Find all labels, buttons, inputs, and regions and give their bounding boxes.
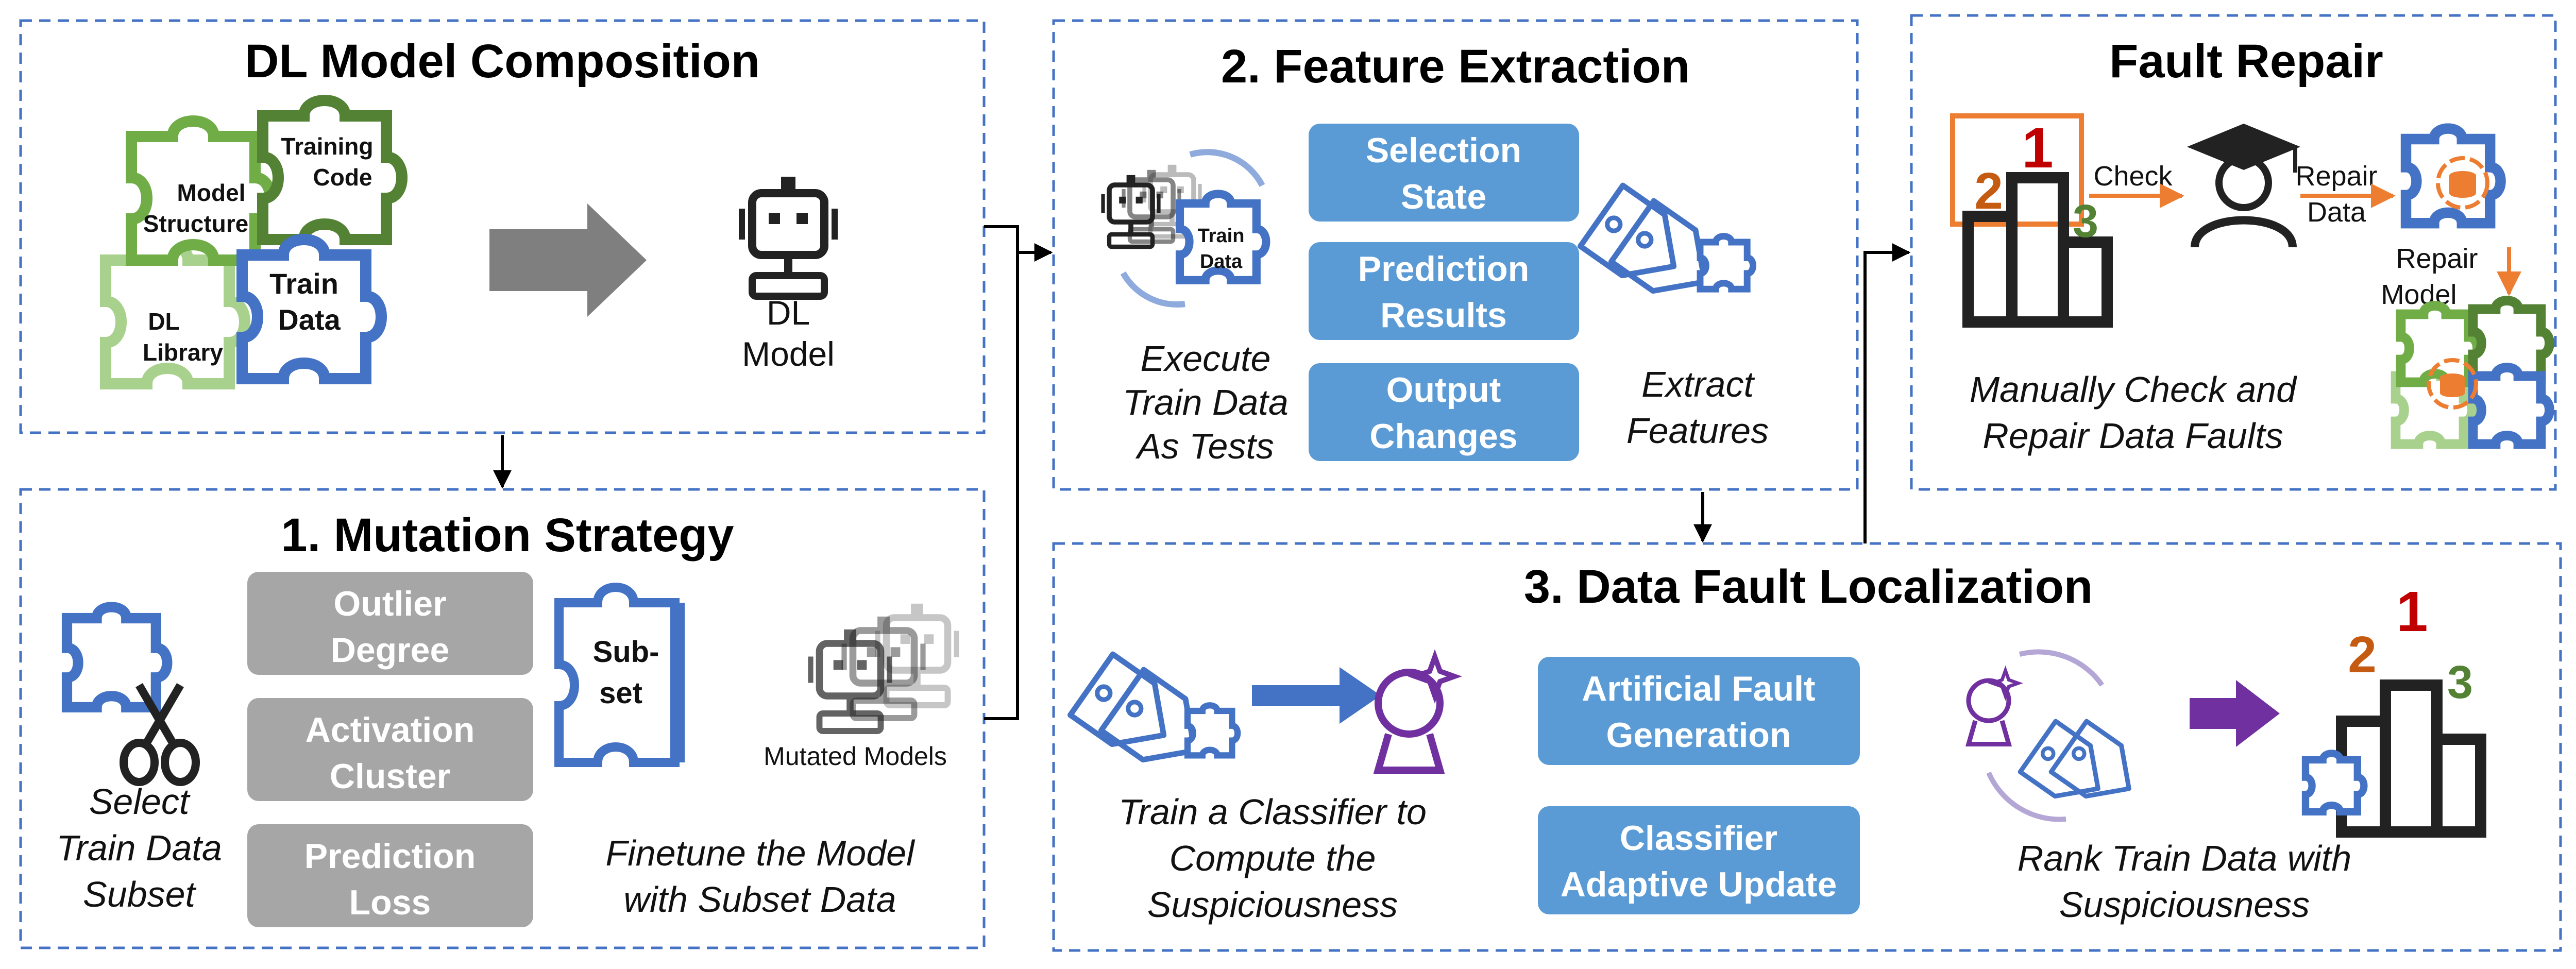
dl-model-robot-icon: [739, 177, 838, 296]
option-outlier-1: Outlier: [333, 584, 446, 623]
select-caption-2: Train Data: [56, 828, 222, 868]
feature-selection-2: State: [1401, 177, 1486, 216]
method-artificial-fault: Artificial Fault Generation: [1538, 657, 1860, 765]
label-dl-library-2: Library: [143, 339, 223, 366]
repair-model-label-1: Repair: [2396, 243, 2478, 274]
extract-features-tag-icon: [1580, 185, 1753, 312]
localization-to-repair-connector: [1863, 243, 1911, 543]
repair-data-label-1: Repair: [2295, 161, 2377, 192]
classifier-caption-1: Train a Classifier to: [1118, 792, 1427, 832]
mutation-option-prediction-loss: Prediction Loss: [247, 824, 533, 927]
teacher-icon: [2187, 124, 2300, 248]
localization-panel: [1052, 542, 2562, 952]
composition-to-feature-connector: [984, 225, 1053, 262]
classifier-caption-2: Compute the: [1170, 838, 1376, 878]
feature-selection-state: Selection State: [1309, 124, 1579, 222]
execute-tests-icon: [1101, 149, 1266, 308]
execute-caption-1: Execute: [1141, 338, 1271, 379]
rank-cycle-icon: [1969, 649, 2147, 822]
repair-title: Fault Repair: [2109, 35, 2383, 88]
method-fault-2: Generation: [1606, 716, 1791, 755]
label-train-data-2: Data: [278, 303, 341, 336]
extract-caption-1: Extract: [1641, 364, 1755, 404]
database-repair-icon: [2436, 156, 2489, 210]
classifier-tag-icon: [1070, 654, 1238, 781]
repair-panel: [1910, 14, 2557, 491]
subset-label-1: Sub-: [593, 635, 659, 669]
feature-output-1: Output: [1386, 370, 1501, 410]
mutated-models-icon: [808, 604, 959, 731]
label-dl-library-1: DL: [148, 308, 179, 335]
label-training-code-1: Training: [281, 133, 374, 160]
repair-caption-1: Manually Check and: [1970, 369, 2297, 410]
repair-ranking-chart-icon: [1962, 172, 2113, 328]
dl-model-label-2: Model: [742, 335, 835, 373]
loc-rank-1: 1: [2396, 580, 2428, 643]
feature-prediction-2: Results: [1380, 296, 1507, 335]
extract-caption-2: Features: [1626, 411, 1769, 451]
option-outlier-2: Degree: [331, 631, 450, 670]
option-loss-1: Prediction: [304, 837, 476, 876]
finetune-caption-2: with Subset Data: [623, 879, 896, 920]
label-model-structure-2: Structure: [143, 210, 248, 237]
wizard-classifier-icon: [1378, 657, 1454, 770]
feature-selection-1: Selection: [1366, 131, 1521, 170]
label-train-data-1: Train: [269, 267, 338, 300]
method-adaptive-2: Adaptive Update: [1561, 865, 1837, 904]
finetune-caption-1: Finetune the Model: [605, 833, 916, 873]
loc-rank-2: 2: [2348, 626, 2377, 684]
feature-title: 2. Feature Extraction: [1221, 40, 1690, 93]
mutated-models-label: Mutated Models: [764, 742, 947, 771]
mutation-to-feature-connector: [984, 252, 1019, 720]
rank-puzzle-icon: [2306, 753, 2364, 811]
execute-caption-3: As Tests: [1135, 426, 1274, 466]
repaired-model-puzzle-icon: [2396, 301, 2550, 445]
puzzle-scissors-icon: [67, 607, 167, 707]
method-adaptive-update: Classifier Adaptive Update: [1538, 806, 1860, 914]
dl-model-label-1: DL: [767, 294, 810, 332]
feature-train-label-1: Train: [1198, 225, 1245, 247]
repair-caption-2: Repair Data Faults: [1982, 416, 2283, 456]
label-model-structure-1: Model: [177, 179, 246, 206]
feature-panel: [1052, 19, 1859, 491]
select-caption-1: Select: [89, 781, 191, 822]
feature-output-2: Changes: [1369, 417, 1517, 456]
mutation-option-outlier: Outlier Degree: [247, 572, 533, 675]
classifier-arrow: [1252, 667, 1381, 724]
mutation-title: 1. Mutation Strategy: [281, 509, 734, 562]
localization-title: 3. Data Fault Localization: [1524, 560, 2093, 613]
loc-rank-3: 3: [2447, 657, 2473, 708]
execute-caption-2: Train Data: [1123, 382, 1289, 422]
method-adaptive-1: Classifier: [1620, 819, 1777, 858]
check-label: Check: [2093, 161, 2173, 192]
subset-puzzle-icon: [554, 583, 685, 767]
feature-prediction-1: Prediction: [1358, 249, 1530, 288]
rank-caption-2: Suspiciousness: [2059, 885, 2310, 925]
composition-arrow: [489, 203, 647, 317]
feature-output-changes: Output Changes: [1309, 363, 1579, 461]
classifier-caption-3: Suspiciousness: [1147, 885, 1398, 925]
feature-prediction-results: Prediction Results: [1309, 242, 1579, 340]
repair-rank-2: 2: [1974, 162, 2003, 220]
rank-arrow: [2190, 680, 2280, 747]
subset-label-2: set: [599, 676, 642, 710]
option-activation-1: Activation: [306, 710, 475, 750]
composition-title: DL Model Composition: [245, 35, 760, 88]
feature-train-label-2: Data: [1200, 251, 1243, 273]
option-activation-2: Cluster: [330, 757, 450, 796]
repair-data-label-2: Data: [2307, 197, 2366, 228]
label-training-code-2: Code: [313, 164, 372, 191]
option-loss-2: Loss: [349, 883, 431, 922]
select-caption-3: Subset: [83, 874, 196, 914]
scissors-icon: [120, 683, 200, 786]
rank-caption-1: Rank Train Data with: [2018, 838, 2351, 878]
repair-rank-1: 1: [2022, 116, 2053, 180]
mutation-option-activation: Activation Cluster: [247, 698, 533, 801]
repair-rank-3: 3: [2073, 196, 2098, 247]
method-fault-1: Artificial Fault: [1582, 669, 1815, 708]
